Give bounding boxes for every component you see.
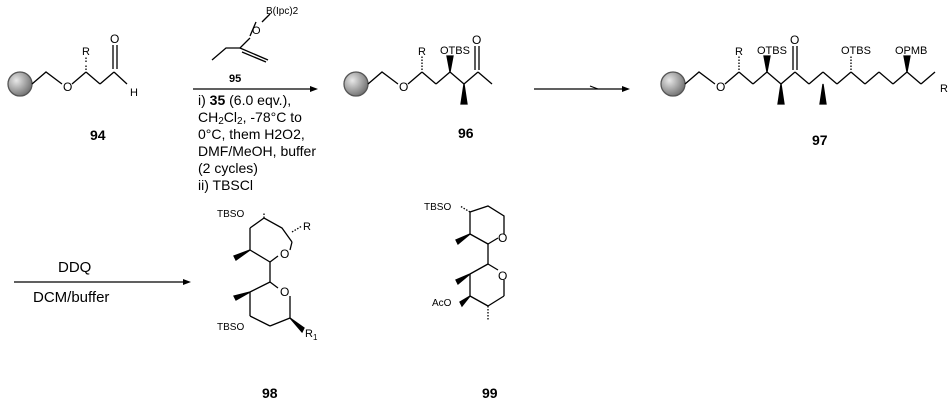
compound-99-structure <box>455 205 505 320</box>
condition-line: i) 35 (6.0 eqv.), <box>198 92 292 108</box>
substituent-TBSO: TBSO <box>217 322 244 333</box>
atom-R: R <box>418 46 426 58</box>
resin-bead-icon <box>343 71 369 97</box>
atom-O: O <box>472 33 481 47</box>
compound-98-structure <box>233 212 305 334</box>
reagent-DDQ: DDQ <box>58 259 92 276</box>
reaction-conditions-step-1: i) 35 (6.0 eqv.), CH2Cl2, -78°C to 0°C, … <box>198 92 316 194</box>
compound-label-95: 95 <box>229 73 241 85</box>
condition-line: (2 cycles) <box>198 160 258 176</box>
resin-bead-icon <box>7 71 33 97</box>
compound-label-97: 97 <box>812 132 828 148</box>
reagent-95-structure <box>211 13 271 63</box>
compound-94-structure <box>7 45 128 97</box>
atom-O: O <box>716 80 725 94</box>
atom-R: R <box>82 46 90 58</box>
solvent-DCM-buffer: DCM/buffer <box>33 289 110 306</box>
atom-O: O <box>63 80 72 94</box>
atom-O: O <box>399 80 408 94</box>
condition-line: DMF/MeOH, buffer <box>198 143 316 159</box>
substituent-TBSO: TBSO <box>217 209 244 220</box>
substituent-OTBS: OTBS <box>757 45 787 57</box>
reagent-95-boron-label: B(Ipc)2 <box>266 6 299 17</box>
substituent-OTBS: OTBS <box>841 45 871 57</box>
reaction-arrow-1 <box>193 86 318 92</box>
compound-label-99: 99 <box>482 385 498 401</box>
reaction-arrow-3 <box>14 279 191 285</box>
substituent-OTBS: OTBS <box>440 45 470 57</box>
atom-H: H <box>130 87 138 99</box>
atom-O: O <box>498 269 507 283</box>
condition-line: 0°C, them H2O2, <box>198 126 305 142</box>
compound-label-96: 96 <box>458 125 474 141</box>
atom-O: O <box>498 231 507 245</box>
atom-O: O <box>252 25 261 37</box>
condition-line: ii) TBSCl <box>198 177 253 193</box>
atom-O: O <box>790 33 799 47</box>
atom-R: R <box>940 83 948 95</box>
substituent-AcO: AcO <box>432 298 452 309</box>
resin-bead-icon <box>660 71 686 97</box>
atom-O: O <box>280 285 289 299</box>
substituent-TBSO: TBSO <box>424 202 451 213</box>
atom-R: R <box>735 46 743 58</box>
compound-label-98: 98 <box>262 385 278 401</box>
atom-O: O <box>110 32 119 46</box>
condition-line: CH2Cl2, -78°C to <box>198 109 302 127</box>
atom-O: O <box>280 247 289 261</box>
atom-R: R <box>303 221 311 233</box>
reaction-arrow-2 <box>534 85 630 92</box>
compound-label-94: 94 <box>90 127 106 143</box>
substituent-OPMB: OPMB <box>895 45 927 57</box>
compound-97-structure <box>660 46 936 105</box>
substituent-R1: R1 <box>305 328 318 342</box>
compound-96-structure <box>343 46 493 105</box>
